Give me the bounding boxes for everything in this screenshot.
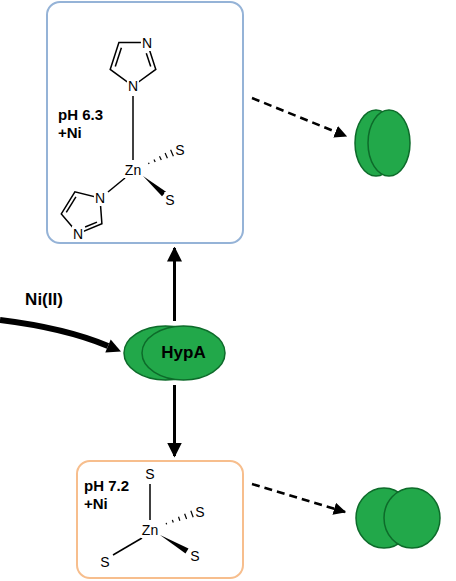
condition-text: pH 7.2 +Ni (84, 477, 142, 513)
protein-monomer (355, 110, 397, 176)
reaction-arrow (173, 385, 176, 456)
zinc-bonds (108, 96, 173, 196)
atom-label: S (99, 554, 110, 570)
hash-line (172, 520, 173, 523)
curved-arrow (0, 320, 108, 346)
hash-line (179, 517, 180, 521)
condition-text: pH 6.3 +Ni (58, 106, 116, 142)
ion-label: Ni(II) (25, 291, 63, 308)
atom-label: Zn (124, 162, 142, 178)
bond-line (108, 178, 125, 192)
protein-monomers (356, 488, 440, 548)
atom-label: S (194, 504, 205, 520)
protein-monomer (368, 110, 410, 176)
dashed-arrow (252, 98, 346, 512)
protein-monomer (356, 488, 412, 548)
atom-label: S (164, 192, 175, 208)
protein-dimer: HypA (122, 324, 227, 382)
atom-label: S (189, 548, 200, 564)
atom-label: N (94, 190, 106, 206)
wedge-bond (143, 176, 166, 196)
protein-monomer (384, 488, 440, 548)
atom-label: Zn (141, 522, 159, 538)
atom-label: N (127, 78, 139, 94)
bond-line (113, 538, 142, 555)
hash-line (165, 153, 167, 158)
protein-name: HypA (140, 324, 227, 382)
hash-line (171, 150, 174, 156)
atom-label: N (72, 226, 84, 242)
double-bond (146, 53, 150, 66)
hashed-wedge-bond (166, 511, 193, 525)
hash-line (148, 163, 150, 164)
double-bond (115, 48, 121, 67)
dashed-arrow-line (252, 484, 345, 512)
atom-label: S (144, 466, 155, 482)
hash-line (185, 514, 187, 519)
zinc-bonds (113, 484, 193, 555)
wedge-bond (160, 535, 189, 554)
bond-line (132, 96, 134, 160)
nickel-arrow (0, 320, 121, 353)
protein-dimer (355, 110, 410, 176)
atom-label: S (174, 142, 185, 158)
double-bond (85, 222, 97, 227)
arrowhead (105, 340, 121, 353)
hash-line (166, 523, 168, 524)
hash-line (191, 511, 193, 518)
hashed-wedge-bond (149, 150, 174, 164)
hash-line (160, 156, 162, 160)
hash-line (154, 160, 155, 163)
double-bond (66, 197, 76, 213)
dashed-arrow-line (252, 98, 346, 136)
bond-line (149, 484, 151, 520)
atom-label: N (141, 35, 153, 51)
reaction-arrow (173, 248, 176, 321)
